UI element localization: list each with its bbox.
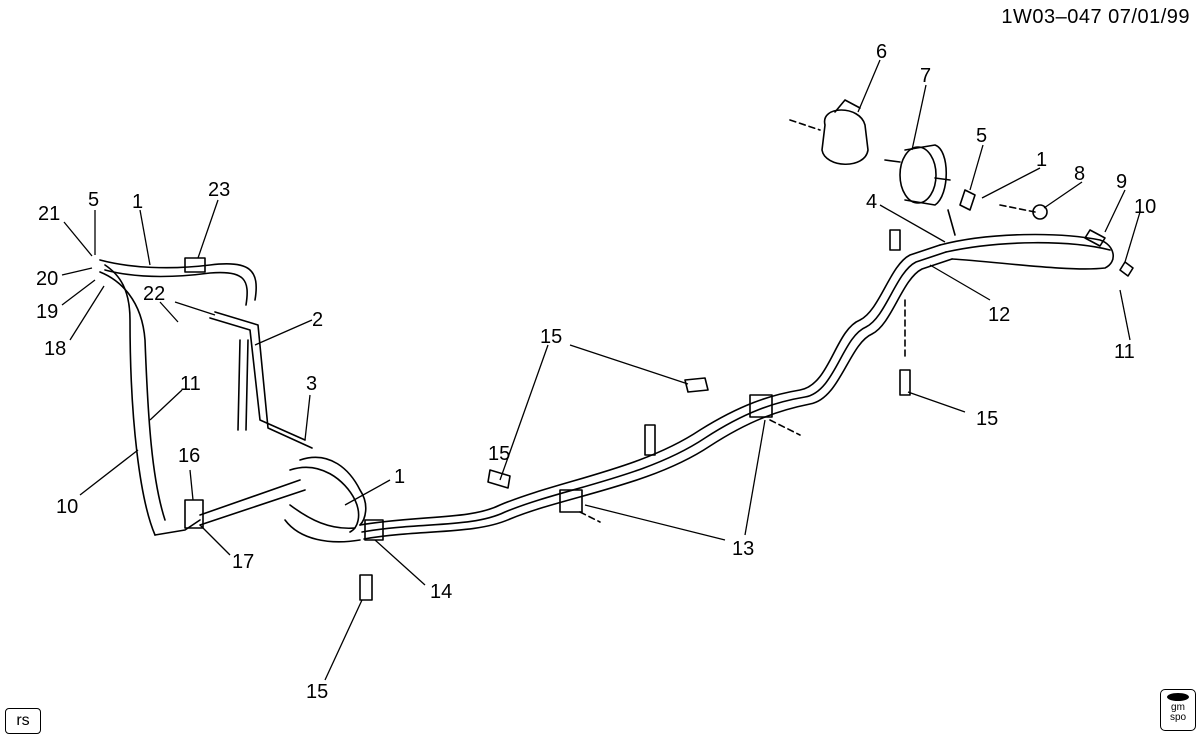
callout-10-left: 10: [56, 496, 78, 518]
leader-lines: [61, 59, 1141, 681]
callout-2: 2: [312, 309, 323, 331]
callout-1-center: 1: [394, 466, 405, 488]
rear-fuel-lines: [99, 259, 367, 543]
callout-21: 21: [38, 203, 60, 225]
callout-15-upper: 15: [540, 326, 562, 348]
centerlines: [579, 204, 1036, 523]
gm-logo-line1: gm: [1171, 702, 1185, 713]
callout-12: 12: [988, 304, 1010, 326]
corner-code-badge: rs: [5, 708, 41, 734]
callout-19: 19: [36, 301, 58, 323]
callout-13: 13: [732, 538, 754, 560]
callout-23: 23: [208, 179, 230, 201]
callout-10-right: 10: [1134, 196, 1156, 218]
clips: [184, 229, 901, 541]
callout-15-mid: 15: [488, 443, 510, 465]
callout-16: 16: [178, 445, 200, 467]
callout-22: 22: [143, 283, 165, 305]
gm-spo-logo: gm spo: [1160, 689, 1196, 731]
callout-18: 18: [44, 338, 66, 360]
callout-labels: 6 7 5 1 8 9 10 4 12 11 15 15 13 21 5 1 2…: [36, 41, 1156, 703]
callout-9: 9: [1116, 171, 1127, 193]
bolts: [359, 369, 911, 601]
callout-11-left: 11: [180, 373, 201, 395]
gm-logo-mark: [1167, 693, 1189, 701]
callout-1-filter: 1: [1036, 149, 1047, 171]
callout-8: 8: [1074, 163, 1085, 185]
callout-14: 14: [430, 581, 452, 603]
main-fuel-line-bundle: [359, 233, 1114, 540]
callout-5-left: 5: [88, 189, 99, 211]
callout-6: 6: [876, 41, 887, 63]
diagram-code: 1W03–047 07/01/99: [1001, 6, 1190, 28]
callout-20: 20: [36, 268, 58, 290]
callout-1-left: 1: [132, 191, 143, 213]
callout-4: 4: [866, 191, 877, 213]
fuel-filter-assembly: [789, 99, 1134, 277]
callout-3: 3: [306, 373, 317, 395]
callout-11-right: 11: [1114, 341, 1135, 363]
callout-15-right: 15: [976, 408, 998, 430]
callout-7: 7: [920, 65, 931, 87]
callout-17: 17: [232, 551, 254, 573]
gm-logo-line2: spo: [1169, 712, 1187, 723]
callout-15-lower: 15: [306, 681, 328, 703]
callout-5-filter: 5: [976, 125, 987, 147]
